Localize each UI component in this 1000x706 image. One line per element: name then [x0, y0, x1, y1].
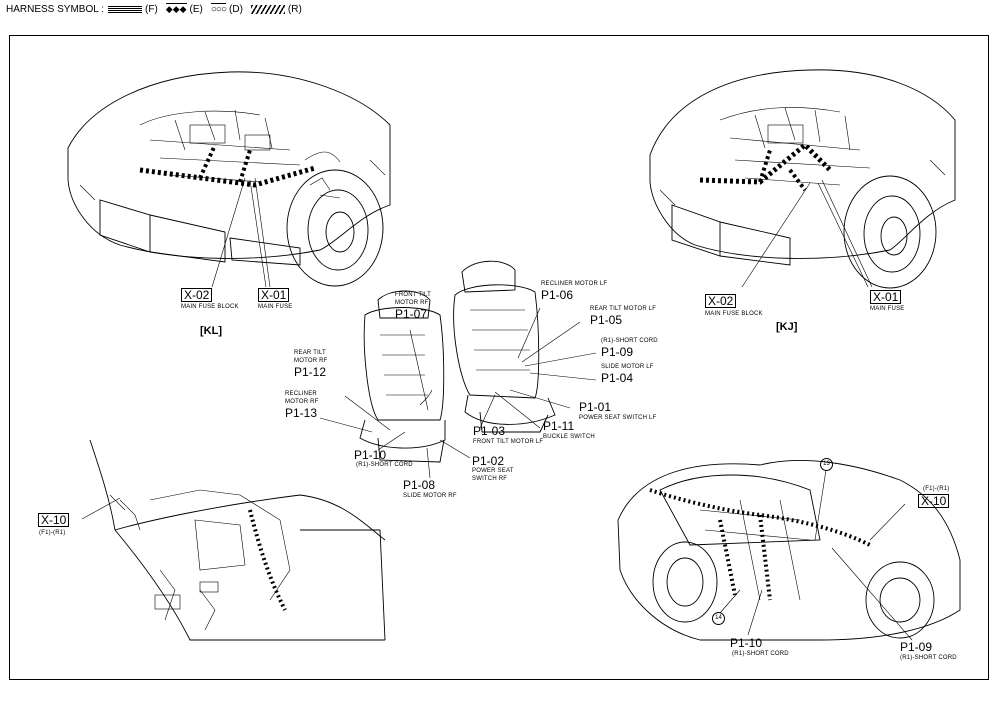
- legend-r: (R): [287, 3, 302, 15]
- harness-symbol-legend: HARNESS SYMBOL : (F) ◆◆◆ (E) ○○○ (D) (R): [6, 3, 302, 15]
- kl-variant-label: [KL]: [200, 325, 222, 337]
- p110-connector: P1-10: [354, 448, 387, 462]
- p101-caption: POWER SEAT SWITCH LF: [579, 415, 657, 421]
- p113-caption-2: MOTOR RF: [285, 399, 319, 405]
- p105-connector: P1-05: [590, 313, 623, 327]
- dash-x10-connector: X-10: [38, 513, 70, 527]
- car-p110-connector: P1-10: [730, 636, 763, 650]
- p113-connector: P1-13: [285, 406, 318, 420]
- p106-connector: P1-06: [541, 288, 574, 302]
- p107-caption-2: MOTOR RF: [395, 300, 429, 306]
- p111-caption: BUCKLE SWITCH: [543, 434, 595, 440]
- p103-caption: FRONT TILT MOTOR LF: [473, 439, 544, 445]
- vehicle-body-drawing: [617, 459, 961, 641]
- p102-caption-2: SWITCH RF: [472, 476, 508, 482]
- kj-variant-label: [KJ]: [776, 321, 798, 333]
- left-front-seat-drawing: [453, 260, 556, 433]
- circle-marker-13: 13: [820, 458, 833, 471]
- p103-connector: P1-03: [473, 424, 506, 438]
- circle-marker-14: 14: [712, 612, 725, 625]
- harness-f-symbol: [108, 5, 142, 13]
- p113-caption-1: RECLINER: [285, 391, 317, 397]
- kj-engine-bay-drawing: [649, 69, 956, 289]
- legend-d: (D): [229, 3, 243, 15]
- diagram-frame: [9, 35, 989, 680]
- p111-connector: P1-11: [543, 419, 575, 433]
- car-x10-connector: X-10: [918, 494, 950, 508]
- p108-connector: P1-08: [403, 478, 436, 492]
- car-p110-caption: (R1)-SHORT CORD: [732, 651, 789, 657]
- harness-d-symbol: ○○○: [210, 3, 227, 15]
- kl-engine-bay-drawing: [67, 71, 391, 287]
- p104-caption: SLIDE MOTOR LF: [601, 364, 654, 370]
- kj-x02-caption: MAIN FUSE BLOCK: [705, 311, 763, 317]
- kl-x01-connector: X-01: [258, 288, 290, 302]
- legend-e: (E): [189, 3, 203, 15]
- p112-caption-2: MOTOR RF: [294, 358, 328, 364]
- p112-connector: P1-12: [294, 365, 327, 379]
- legend-f: (F): [145, 3, 158, 15]
- p109-connector: P1-09: [601, 345, 634, 359]
- p104-connector: P1-04: [601, 371, 634, 385]
- kj-x02-connector: X-02: [705, 294, 737, 308]
- kl-x02-connector: X-02: [181, 288, 213, 302]
- kl-x01-caption: MAIN FUSE: [258, 304, 293, 310]
- p106-caption: RECLINER MOTOR LF: [541, 281, 608, 287]
- p107-connector: P1-07: [395, 307, 428, 321]
- p102-caption-1: POWER SEAT: [472, 468, 514, 474]
- legend-label: HARNESS SYMBOL :: [6, 3, 104, 15]
- p112-caption-1: REAR TILT: [294, 350, 326, 356]
- kl-x02-caption: MAIN FUSE BLOCK: [181, 304, 239, 310]
- car-p109-connector: P1-09: [900, 640, 933, 654]
- harness-r-symbol: [250, 4, 285, 14]
- car-x10-caption: (F1)-(R1): [923, 486, 950, 492]
- p107-caption-1: FRONT TILT: [395, 292, 432, 298]
- p101-connector: P1-01: [579, 400, 612, 414]
- p108-caption: SLIDE MOTOR RF: [403, 493, 457, 499]
- kj-x01-connector: X-01: [870, 290, 902, 304]
- p102-connector: P1-02: [472, 454, 505, 468]
- harness-e-symbol: ◆◆◆: [165, 3, 187, 14]
- car-p109-caption: (R1)-SHORT CORD: [900, 655, 957, 661]
- kj-x01-caption: MAIN FUSE: [870, 306, 905, 312]
- dash-x10-caption: (F1)-(R1): [39, 530, 66, 536]
- p105-caption: REAR TILT MOTOR LF: [590, 306, 657, 312]
- p110-caption: (R1)-SHORT CORD: [356, 462, 413, 468]
- dashboard-drawing: [89, 439, 386, 641]
- p109-caption: (R1)-SHORT CORD: [601, 338, 658, 344]
